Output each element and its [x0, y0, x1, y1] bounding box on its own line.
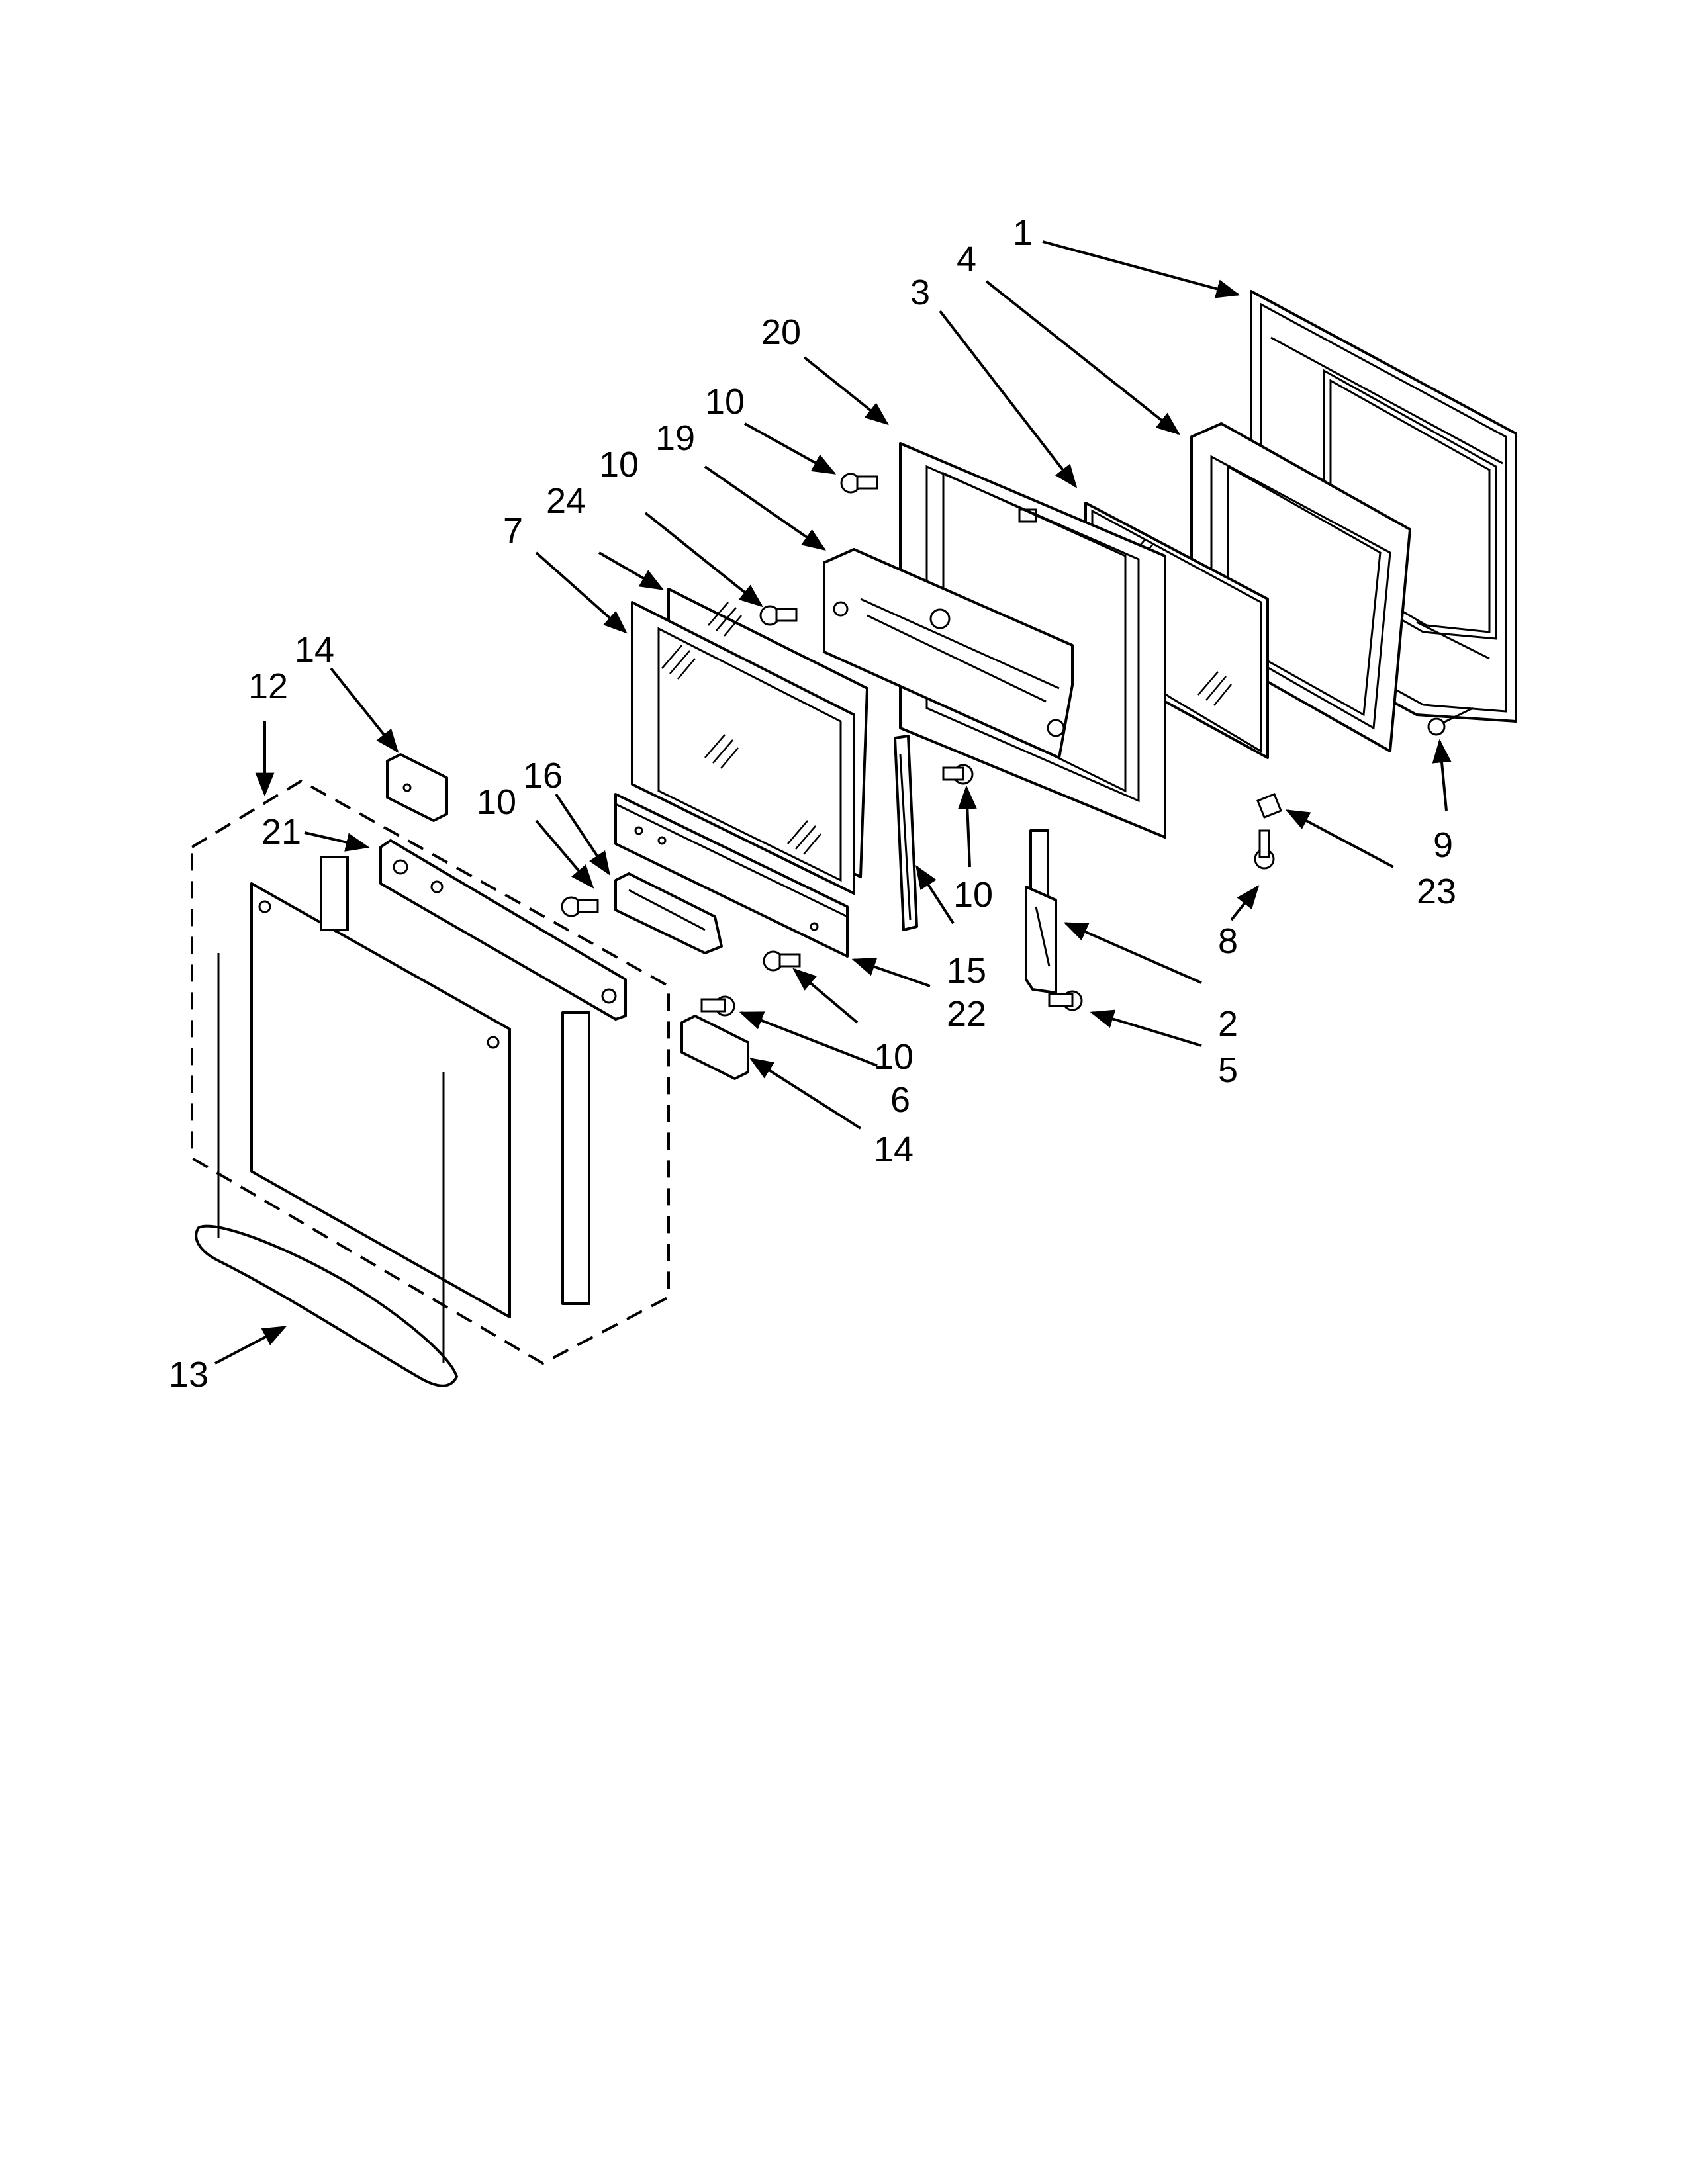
screw-10-bottom	[763, 950, 801, 972]
callout-7: 7	[503, 511, 523, 551]
callout-15: 15	[947, 951, 986, 991]
clip-bracket-upper	[386, 753, 448, 822]
callout-19: 19	[655, 418, 695, 458]
callout-8: 8	[1218, 921, 1238, 961]
callout-10-e: 10	[874, 1037, 914, 1077]
callout-22: 22	[947, 994, 986, 1034]
side-channel	[894, 735, 918, 931]
callout-3: 3	[910, 273, 930, 312]
outer-door-assembly-outline	[191, 779, 670, 1365]
callout-20: 20	[761, 312, 801, 352]
callout-16: 16	[523, 756, 563, 796]
callout-21: 21	[261, 812, 301, 852]
callout-14-b: 14	[874, 1130, 914, 1169]
clip-bracket-lower	[680, 1015, 749, 1080]
screw-10-left	[561, 896, 599, 917]
callout-6: 6	[890, 1080, 910, 1120]
callout-labels: 1 4 3 20 10 19 10 24 7 14 12 16 10 21 10…	[169, 213, 1456, 1394]
lower-trim-channel	[614, 793, 849, 958]
callout-13: 13	[169, 1355, 209, 1394]
callout-5: 5	[1218, 1050, 1238, 1090]
callout-14-a: 14	[295, 630, 334, 670]
screw-5	[1048, 990, 1083, 1011]
door-handle	[195, 953, 458, 1387]
callout-10-b: 10	[599, 445, 639, 484]
callout-23: 23	[1417, 872, 1456, 911]
callout-12: 12	[248, 666, 288, 706]
screw-6	[700, 995, 735, 1017]
callout-24: 24	[546, 481, 586, 521]
callout-10-c: 10	[477, 782, 516, 822]
leader-lines	[214, 240, 1452, 1365]
door-hinge	[1025, 829, 1057, 994]
screw-8	[1254, 829, 1275, 870]
callout-1: 1	[1013, 213, 1033, 253]
callout-10-d: 10	[953, 875, 993, 915]
door-glass	[631, 601, 855, 895]
screw-9	[1427, 707, 1474, 736]
baffle-plate	[823, 548, 1074, 759]
screw-10-top	[840, 473, 878, 494]
callout-4: 4	[957, 240, 976, 279]
callout-2: 2	[1218, 1004, 1238, 1044]
top-cap-strip	[379, 839, 627, 1021]
screw-10-side-channel	[942, 764, 974, 785]
door-outer-glass-panel	[250, 856, 590, 1318]
screw-10-upper-left	[759, 605, 798, 626]
callout-10-a: 10	[705, 382, 745, 422]
clip-23	[1256, 793, 1282, 819]
hinge-bracket	[614, 872, 723, 954]
callout-9: 9	[1433, 825, 1453, 865]
